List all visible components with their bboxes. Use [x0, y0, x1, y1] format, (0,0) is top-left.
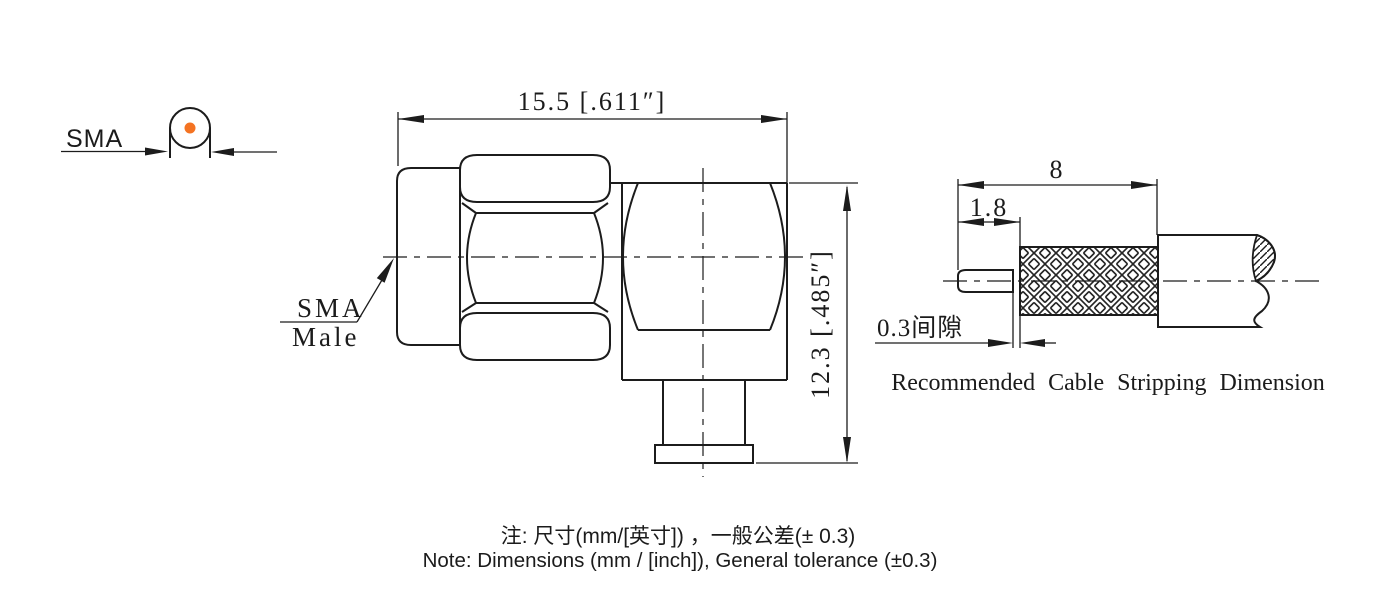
dimension-width: 15.5 [.611″] [397, 87, 788, 183]
dimension-strip-total: 8 [957, 155, 1158, 270]
connector-type-line1: SMA [297, 293, 365, 323]
dimension-gap: 0.3间隙 [875, 292, 1056, 348]
note-en: Note: Dimensions (mm / [inch]), General … [423, 549, 938, 572]
connector-side-view: 15.5 [.611″] [280, 87, 858, 477]
dimension-height: 12.3 [.485″] [756, 182, 858, 464]
dimension-strip-dielectric: 1.8 [958, 193, 1021, 247]
note-zh: 注: 尺寸(mm/[英寸]) ，一般公差(± 0.3) [501, 525, 856, 548]
center-conductor [957, 269, 1014, 293]
dim-height-label: 12.3 [.485″] [806, 249, 835, 399]
connector-type-callout: SMA Male [280, 258, 394, 352]
notes-block: 注: 尺寸(mm/[英寸]) ，一般公差(± 0.3) Note: Dimens… [423, 525, 938, 572]
connector-type-line2: Male [292, 322, 359, 352]
center-pin-dot [184, 122, 196, 134]
coupling-nut [459, 154, 611, 361]
right-angle-body [611, 182, 788, 464]
cable-stripping-diagram: 8 1.8 0.3间隙 [875, 155, 1325, 396]
stripping-caption: Recommended Cable Stripping Dimension [891, 370, 1325, 396]
sma-interface-label: SMA [66, 125, 123, 153]
sma-interface-symbol: SMA [61, 107, 277, 158]
strip-dielectric-label: 1.8 [970, 193, 1009, 222]
gap-label: 0.3间隙 [877, 314, 963, 342]
dim-width-label: 15.5 [.611″] [518, 87, 667, 116]
arrow-left-icon [211, 148, 234, 156]
strip-total-label: 8 [1050, 155, 1065, 184]
arrow-right-icon [145, 147, 168, 156]
break-hatch [1251, 233, 1276, 283]
connector-front-face [396, 167, 461, 346]
